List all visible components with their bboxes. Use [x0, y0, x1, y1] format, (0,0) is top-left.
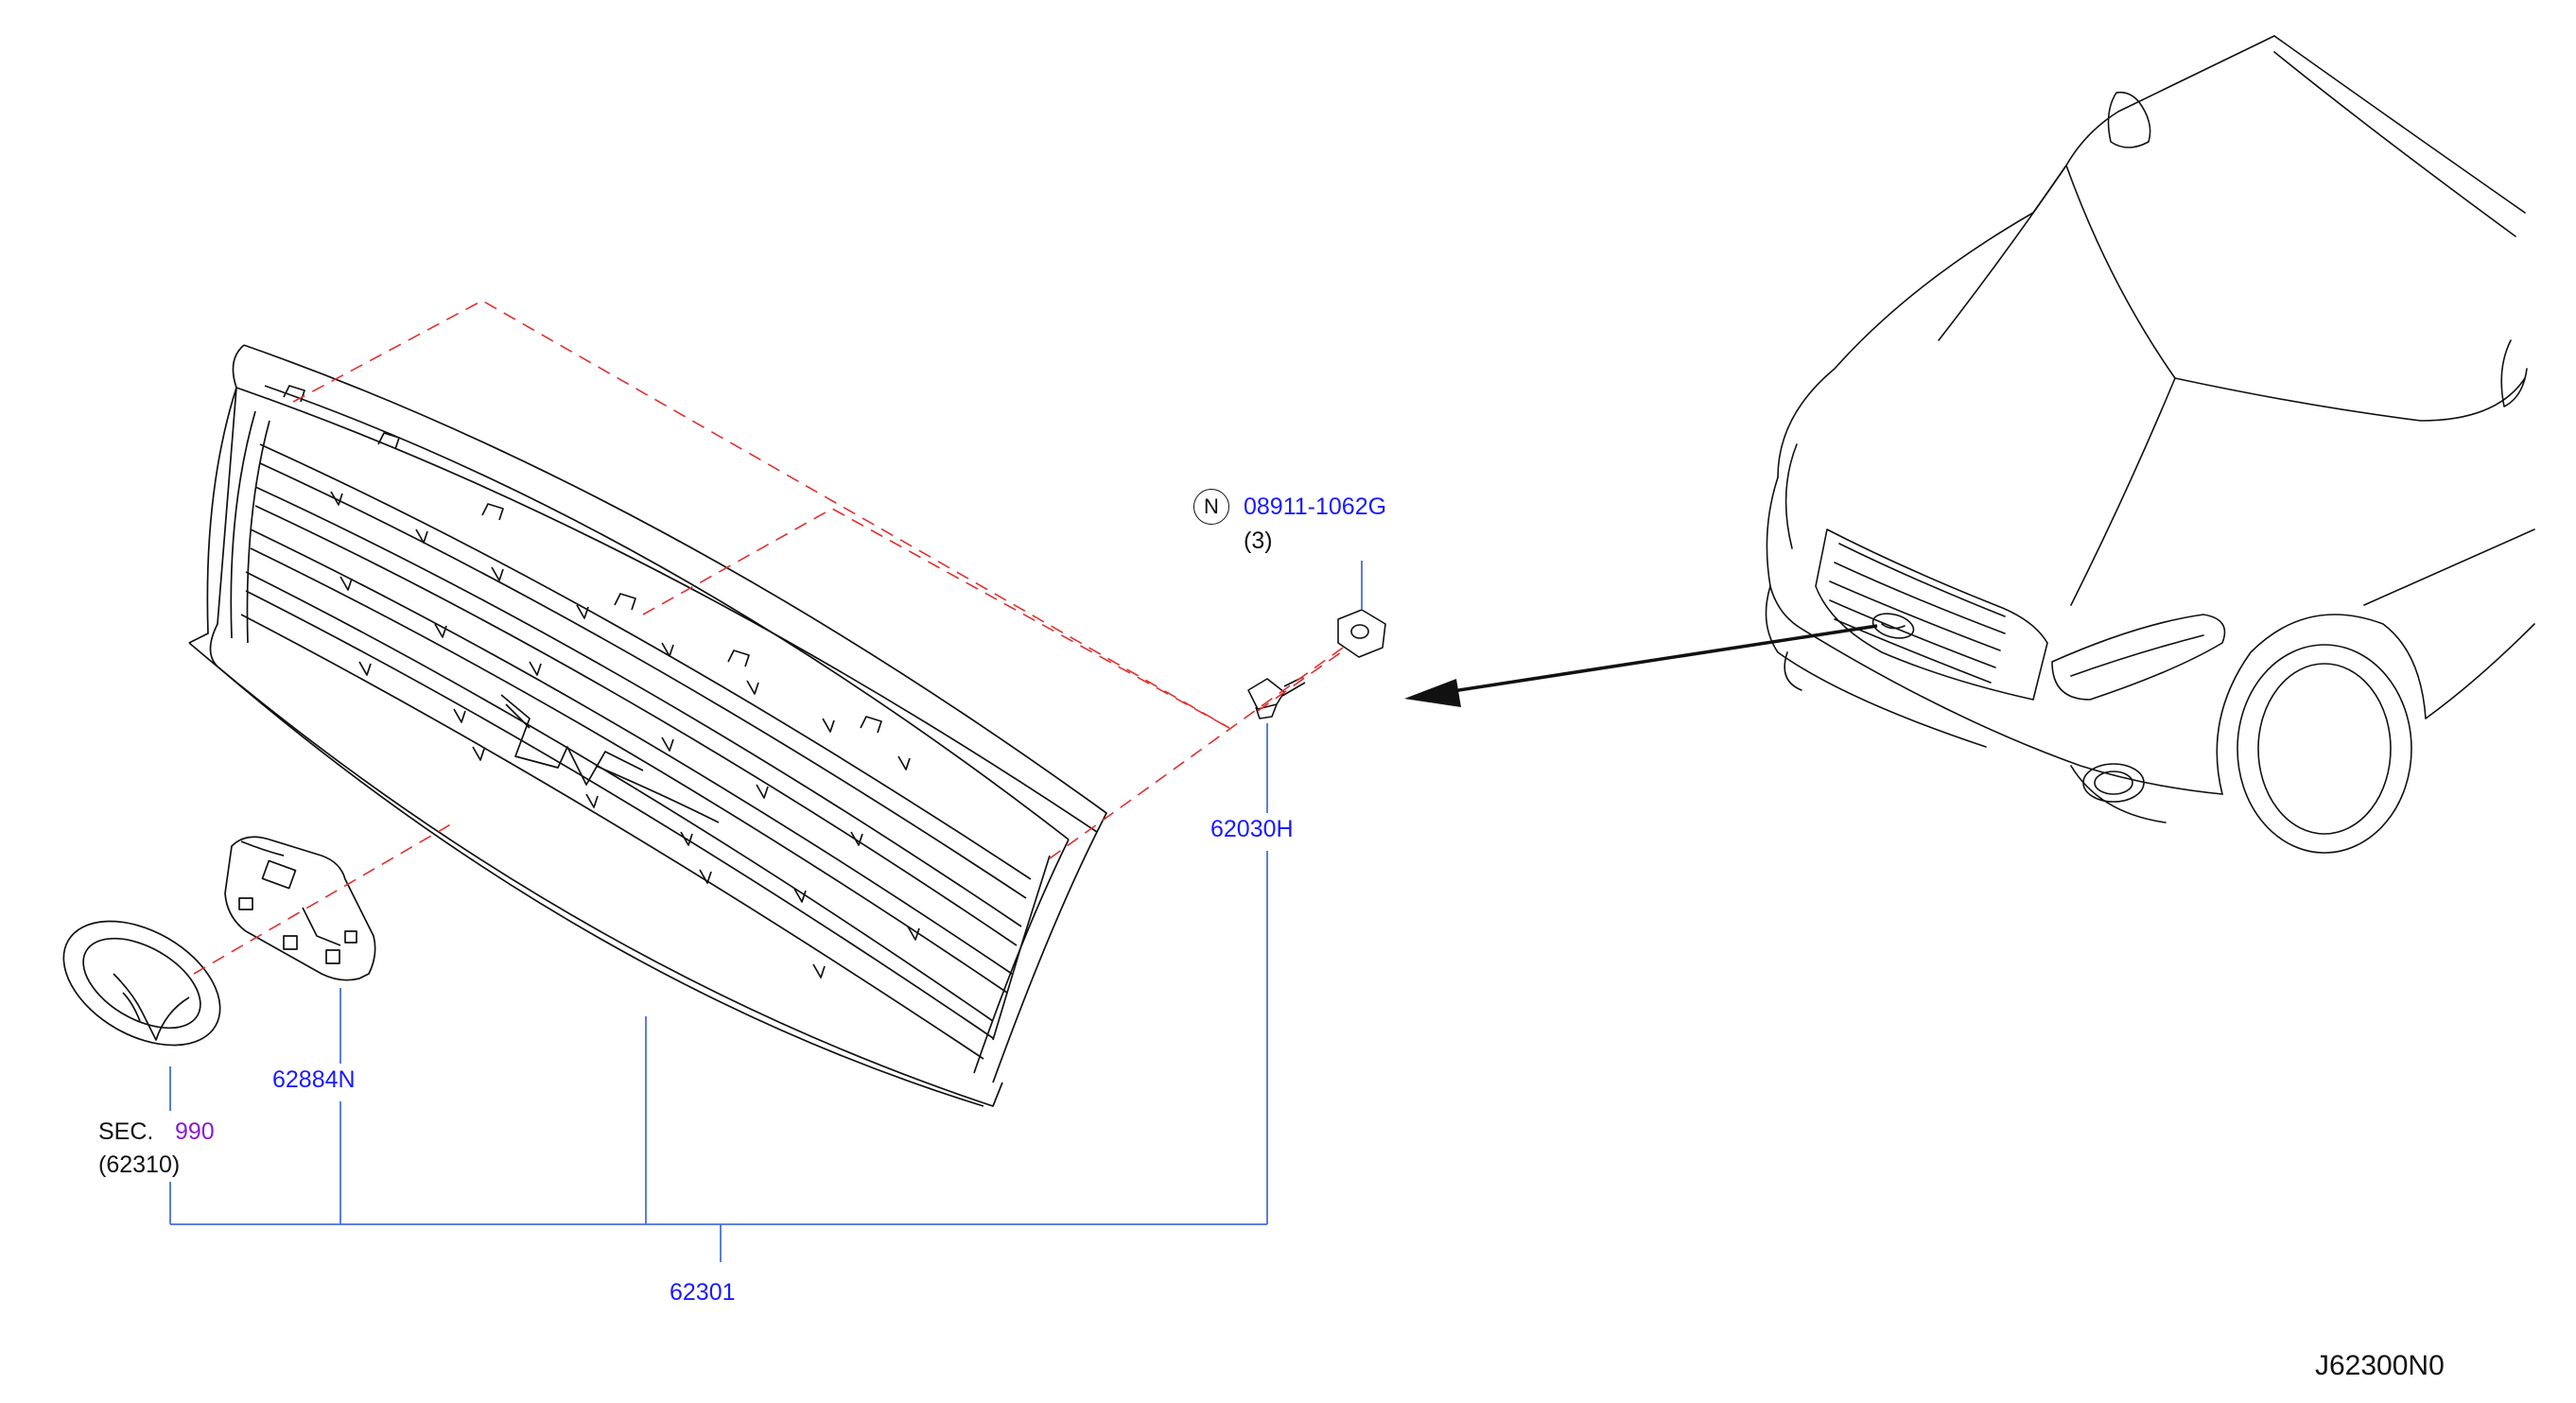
- callout-leader-lines: [169, 561, 1363, 1262]
- callout-08911-1062G[interactable]: 08911-1062G: [1244, 494, 1387, 520]
- nut-marker-letter: N: [1204, 494, 1219, 518]
- emblem-section-ref: (62310): [98, 1152, 181, 1178]
- grille-assembly-62301[interactable]: [188, 344, 1107, 1107]
- callout-62030H[interactable]: 62030H: [1210, 816, 1294, 842]
- emblem-infiniti-logo[interactable]: [43, 895, 242, 1070]
- callout-nut-quantity: (3): [1244, 528, 1273, 554]
- callout-62301[interactable]: 62301: [670, 1279, 736, 1306]
- emblem-base-62884N[interactable]: [224, 836, 376, 981]
- diagram-code: J62300N0: [2315, 1350, 2445, 1381]
- location-arrow: [1404, 624, 1878, 707]
- nut-08911-1062G[interactable]: [1337, 609, 1386, 658]
- callout-62884N[interactable]: 62884N: [272, 1066, 356, 1093]
- emblem-section-link[interactable]: 990: [175, 1118, 215, 1145]
- nut-marker-circle: N: [1193, 489, 1229, 525]
- assembly-guide-lines: [193, 300, 1344, 975]
- emblem-section-prefix: SEC.: [98, 1118, 154, 1145]
- car-front-illustration: [1765, 35, 2535, 854]
